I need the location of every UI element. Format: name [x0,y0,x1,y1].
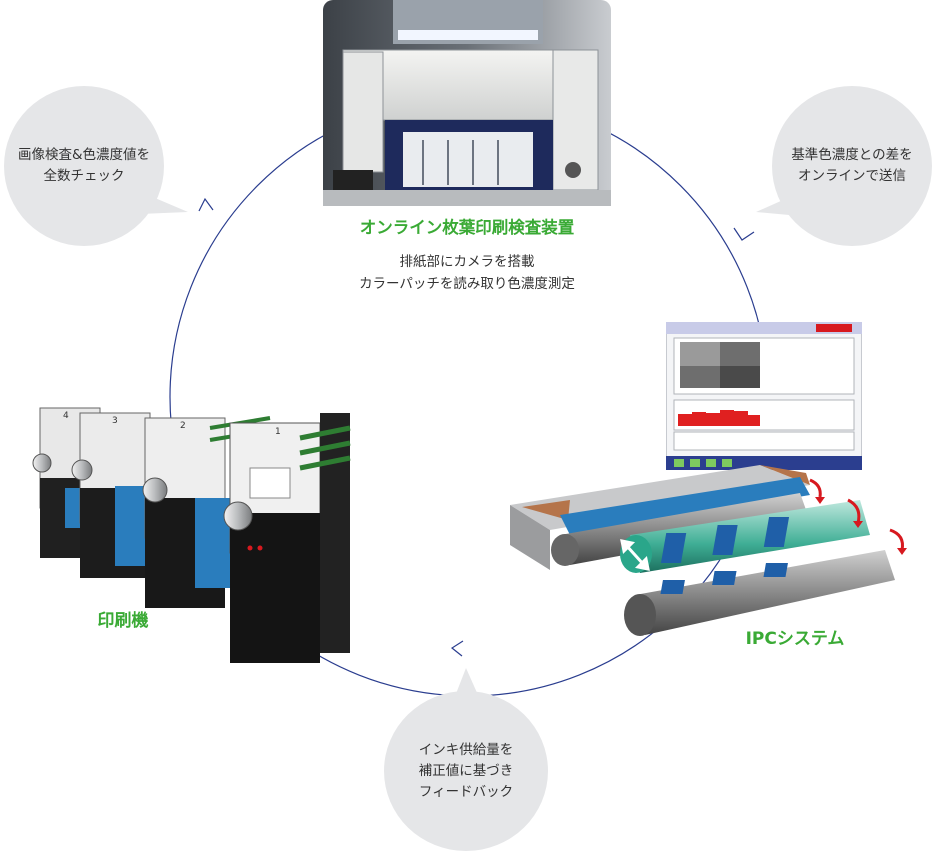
press-unit-1 [223,413,351,663]
bubble-line: 基準色濃度との差を [791,147,913,163]
ipc-rollers [510,465,907,636]
bubble-top-right [756,86,932,246]
bubble-top-right-text: 基準色濃度との差を オンラインで送信 [782,145,922,187]
printing-press: 4 3 2 1 [32,407,351,663]
bubble-bottom [384,668,548,851]
press-unit-number: 4 [63,411,69,421]
inspection-desc-line: カラーパッチを読み取り色濃度測定 [359,276,575,292]
roller-front [624,550,895,636]
double-arrow-icon [620,539,650,571]
bubble-top-left [4,86,188,246]
press-unit-number: 1 [275,427,281,437]
press-unit-2 [142,416,271,608]
inspection-device-photo [323,0,611,206]
press-unit-3 [71,412,151,578]
bubble-line: フィードバック [418,784,514,800]
bubble-top-left-text: 画像検査&色濃度値を 全数チェック [14,145,154,187]
press-unit-number: 2 [180,421,186,431]
inspection-device-title: オンライン枚葉印刷検査装置 [359,218,575,237]
rotation-arrows-icon [809,478,904,551]
bubble-line: インキ供給量を [418,742,514,758]
cycle-arrow-bottom [450,640,464,657]
inspection-desc-line: 排紙部にカメラを搭載 [399,254,535,270]
cycle-arrow-left [198,197,214,212]
bubble-line: オンラインで送信 [798,168,906,184]
press-unit-number: 3 [112,416,118,426]
inspection-device-desc: 排紙部にカメラを搭載 カラーパッチを読み取り色濃度測定 [317,251,617,295]
printing-press-label: 印刷機 [97,611,149,631]
cycle-arrows [198,197,755,657]
ipc-monitor [666,322,862,470]
bubble-line: 画像検査&色濃度値を [17,147,151,163]
bubble-line: 補正値に基づき [418,763,514,779]
cycle-arrow-right [733,227,755,241]
bubble-line: 全数チェック [43,168,125,184]
bubble-bottom-text: インキ供給量を 補正値に基づき フィードバック [396,740,536,803]
ipc-system-label: IPCシステム [745,629,845,649]
